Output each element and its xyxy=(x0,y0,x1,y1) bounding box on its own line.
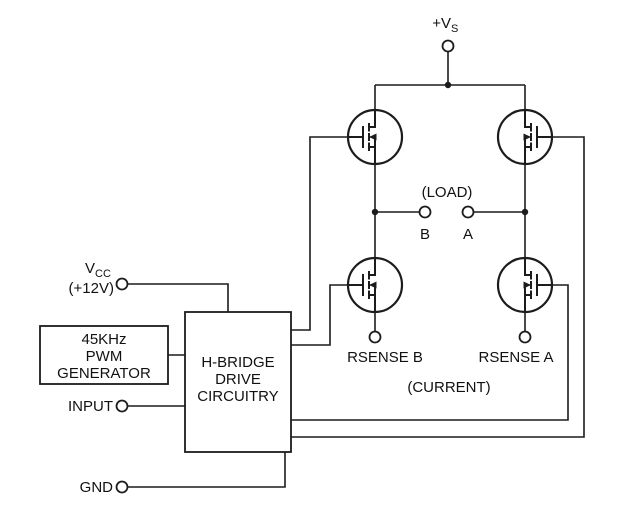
hbridge-block-line-1: H-BRIDGE xyxy=(201,354,274,371)
gnd-terminal-circle xyxy=(115,480,129,494)
gnd-label: GND xyxy=(80,479,114,496)
hbridge-block-line-2: DRIVE xyxy=(215,371,261,388)
pwm-block-line-2: PWM xyxy=(86,348,123,365)
mosfet-bottom-left xyxy=(346,256,404,314)
load-a-terminal-circle xyxy=(461,205,475,219)
rsense-b-terminal-circle xyxy=(368,330,382,344)
wire-gnd xyxy=(127,452,286,488)
wire-gate-bottom-right xyxy=(291,284,569,421)
hbridge-drive-block xyxy=(184,311,292,453)
terminals xyxy=(115,39,532,494)
current-label: (CURRENT) xyxy=(407,379,490,396)
wire-gate-top-right xyxy=(291,136,585,438)
vcc-label: V xyxy=(85,260,95,277)
rsense-a-label: RSENSE A xyxy=(478,349,553,366)
mosfet-bottom-right xyxy=(496,256,554,314)
input-label: INPUT xyxy=(68,398,113,415)
wires xyxy=(127,51,585,488)
wire-vcc xyxy=(127,283,229,312)
pwm-block-line-1: 45KHz xyxy=(81,331,126,348)
junction-load-b xyxy=(371,208,379,216)
rsense-b-label: RSENSE B xyxy=(347,349,423,366)
hbridge-block-line-3: CIRCUITRY xyxy=(197,388,278,405)
terminal-b-label: B xyxy=(420,226,430,243)
vcc-terminal-circle xyxy=(115,277,129,291)
load-b-terminal-circle xyxy=(418,205,432,219)
vcc-label-sub: CC xyxy=(95,268,111,280)
mosfet-top-left xyxy=(346,108,404,166)
terminal-a-label: A xyxy=(463,226,473,243)
wire-gate-top-left xyxy=(291,136,348,331)
load-label: (LOAD) xyxy=(422,184,473,201)
vs-terminal-circle xyxy=(441,39,455,53)
supply-label: +V xyxy=(432,15,451,32)
pwm-generator-block xyxy=(39,325,169,385)
vcc-value-label: (+12V) xyxy=(69,280,114,297)
pwm-block-line-3: GENERATOR xyxy=(57,365,151,382)
wire-gate-bottom-left xyxy=(291,284,348,346)
junction-load-a xyxy=(521,208,529,216)
input-terminal-circle xyxy=(115,399,129,413)
rsense-a-terminal-circle xyxy=(518,330,532,344)
junction-supply xyxy=(444,81,452,89)
supply-label-sub: S xyxy=(451,23,458,35)
mosfet-top-right xyxy=(496,108,554,166)
